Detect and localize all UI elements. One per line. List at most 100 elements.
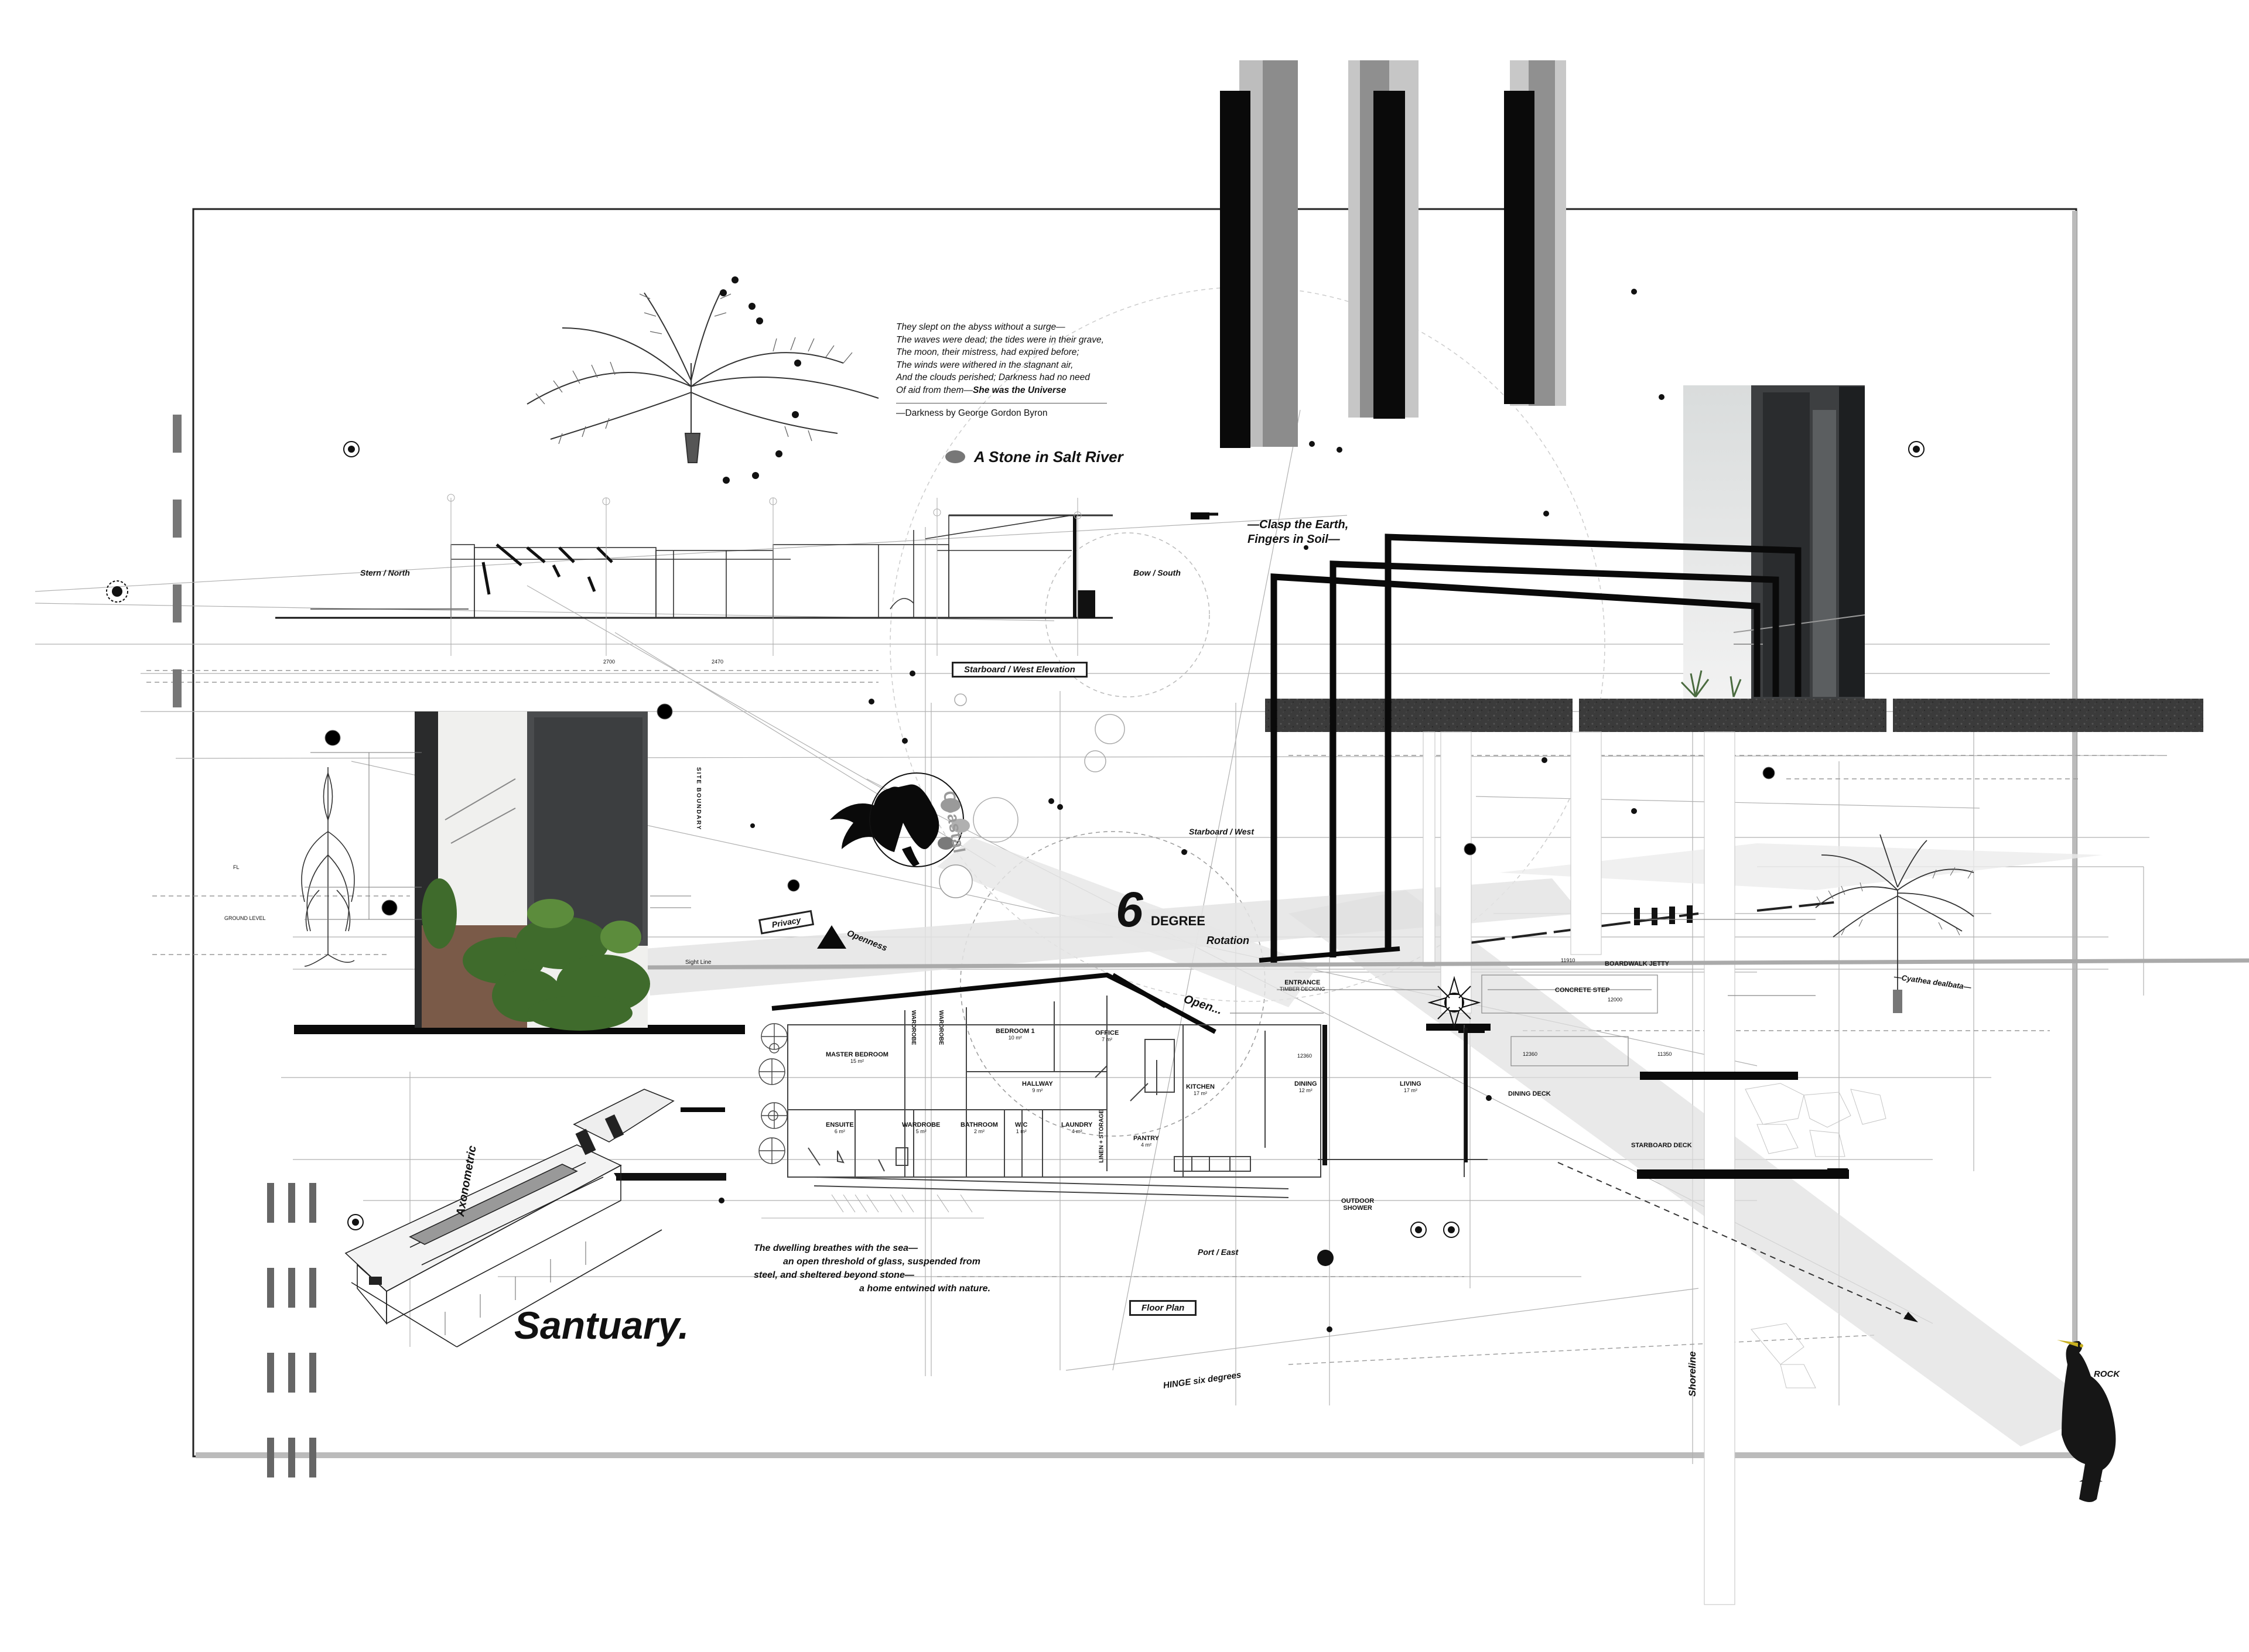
- clasp-label-2: Fingers in Soil—: [1247, 533, 1340, 546]
- wing-pole: [614, 1173, 726, 1181]
- arrow-to-rock: [1557, 1162, 1918, 1322]
- poem-line-3: The moon, their mistress, had expired be…: [896, 347, 1079, 357]
- ground-level-label: GROUND LEVEL: [224, 915, 266, 921]
- degree-number: 6: [1116, 882, 1143, 937]
- room-starboard-deck: STARBOARD DECK: [1631, 1142, 1692, 1149]
- code-1: 11910: [1561, 957, 1575, 963]
- stone-label: A Stone in Salt River: [974, 448, 1123, 466]
- floor-plan-columns: [1322, 1025, 1468, 1165]
- sight-beams: [644, 837, 2103, 1446]
- cyathea-fern-sketch: [1815, 834, 1974, 1013]
- privacy-seesaw: [817, 925, 846, 949]
- floor-plan-title: Floor Plan: [1129, 1300, 1197, 1316]
- fl-label: FL: [233, 864, 240, 870]
- poem-line-5: And the clouds perished; Darkness had no…: [896, 372, 1090, 382]
- stone-icon: [945, 450, 965, 463]
- poem-closing: She was the Universe: [972, 385, 1067, 395]
- bow-label: Bow / South: [1133, 568, 1181, 577]
- left-dashes: [173, 415, 182, 707]
- elevation-title: Starboard / West Elevation: [952, 662, 1088, 678]
- plant-sketch: [301, 767, 355, 967]
- plan-shrubs: [758, 1023, 788, 1164]
- code-4: 11350: [1657, 1051, 1672, 1057]
- coastal-stones: [938, 798, 973, 898]
- page-title: Santuary.: [514, 1304, 689, 1347]
- shoreline-label: Shoreline: [1687, 1351, 1698, 1397]
- rotation-label: Rotation: [1206, 935, 1249, 946]
- dashed-lines: [146, 670, 2155, 1365]
- west-elevation-drawing: [275, 514, 1113, 619]
- code-2: 12360: [1297, 1053, 1313, 1059]
- room-boardwalk-jetty: BOARDWALK JETTY: [1605, 960, 1669, 967]
- paving-sketch: [1745, 1083, 1886, 1388]
- tree-base: [1893, 990, 1902, 1013]
- statement-line-3: steel, and sheltered beyond stone—: [754, 1270, 914, 1280]
- jetty-bar-marks: [1634, 905, 1693, 925]
- photo-facade: [1680, 385, 1865, 699]
- poem: They slept on the abyss without a surge—…: [896, 321, 1104, 396]
- room-wardrobe-vertical-1: WARDROBE: [910, 1010, 917, 1045]
- code-5: 12000: [1608, 997, 1623, 1003]
- shoreline-pillars: [1423, 731, 1735, 1605]
- axonometric-dark-blocks: [369, 1114, 624, 1285]
- poem-line-6: Of aid from them—She was the Universe: [896, 385, 1067, 395]
- axonometric-drawing: [344, 1089, 675, 1347]
- rock-label: ROCK: [2094, 1369, 2120, 1379]
- elevation-door: [1078, 590, 1095, 618]
- degree-word: DEGREE: [1151, 914, 1205, 928]
- clasp-label-1: —Clasp the Earth,: [1247, 518, 1349, 531]
- cormorant-bird: [830, 784, 939, 867]
- left-bar-groups: [267, 1183, 316, 1477]
- code-3: 12360: [1523, 1051, 1538, 1057]
- floor-plan: [787, 996, 1488, 1198]
- stair-hatching: [761, 1194, 984, 1219]
- open-line: [1111, 973, 1167, 1008]
- top-columns: [1220, 60, 1566, 448]
- poem-line-4: The winds were withered in the stagnant …: [896, 360, 1074, 370]
- plan-detail-lines: [1230, 919, 1816, 1066]
- statement-line-2: an open threshold of glass, suspended fr…: [783, 1257, 980, 1267]
- fern-dot-ring: [720, 276, 801, 484]
- starboard-west-label: Starboard / West: [1189, 827, 1254, 836]
- room-linen-storage: LINEN + STORAGE: [1098, 1110, 1105, 1163]
- rock-flower-icon: [1427, 976, 1481, 1029]
- statement-line-4: a home entwined with nature.: [859, 1284, 991, 1294]
- site-sight-line: [647, 958, 2249, 970]
- plant-dim-lines: [305, 703, 1775, 920]
- dim-1: 2700: [603, 659, 616, 665]
- room-concrete-step: CONCRETE STEP: [1555, 987, 1610, 994]
- statement-line-1: The dwelling breathes with the sea—: [754, 1243, 918, 1253]
- target-markers: [106, 289, 1925, 1332]
- frame: [192, 208, 2077, 1458]
- elevation-grid-ticks: [447, 494, 1082, 656]
- design-statement: The dwelling breathes with the sea— an o…: [754, 1241, 990, 1295]
- small-circles: [954, 693, 1125, 843]
- site-boundary-label: SITE BOUNDARY: [695, 767, 702, 831]
- elevation-fins: [481, 512, 1218, 595]
- poem-line-2: The waves were dead; the tides were in t…: [896, 334, 1104, 345]
- photo-garden: [415, 712, 650, 1031]
- cormorant-on-rock: [2057, 1340, 2116, 1502]
- sight-line-label: Sight Line: [685, 959, 712, 966]
- poem-credit: —Darkness by George Gordon Byron: [896, 408, 1048, 418]
- tree-fern-sketch: [527, 292, 879, 463]
- room-wardrobe-vertical-2: WARDROBE: [938, 1010, 944, 1045]
- poem-line-1: They slept on the abyss without a surge—: [896, 322, 1065, 332]
- clasp-frames: [1270, 533, 1802, 963]
